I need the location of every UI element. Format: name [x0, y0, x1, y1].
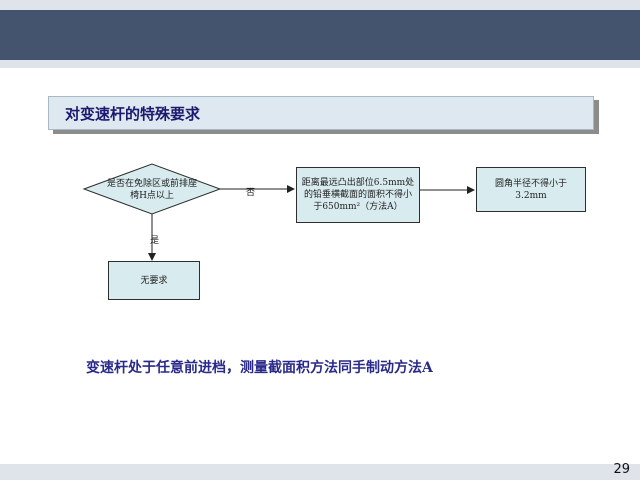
requirement-box: 距离最远凸出部位6.5mm处的铅垂横截面的面积不得小于650mm²（方法A）: [296, 167, 420, 223]
note-text: 变速杆处于任意前进档，测量截面积方法同手制动方法A: [86, 360, 433, 376]
radius-box: 圆角半径不得小于3.2mm: [476, 167, 586, 212]
page-number: 29: [613, 462, 630, 477]
no-requirement-box: 无要求: [108, 261, 200, 300]
no-label: 否: [246, 188, 256, 198]
top-light-band: [0, 0, 640, 10]
header-underline-band: [0, 60, 640, 68]
slide-title: 对变速杆的特殊要求: [48, 96, 594, 130]
yes-label: 是: [150, 236, 160, 246]
footer-band: [0, 464, 640, 480]
decision-text: 是否在免除区或前排座椅H点以上: [106, 179, 197, 201]
header-band: [0, 10, 640, 60]
